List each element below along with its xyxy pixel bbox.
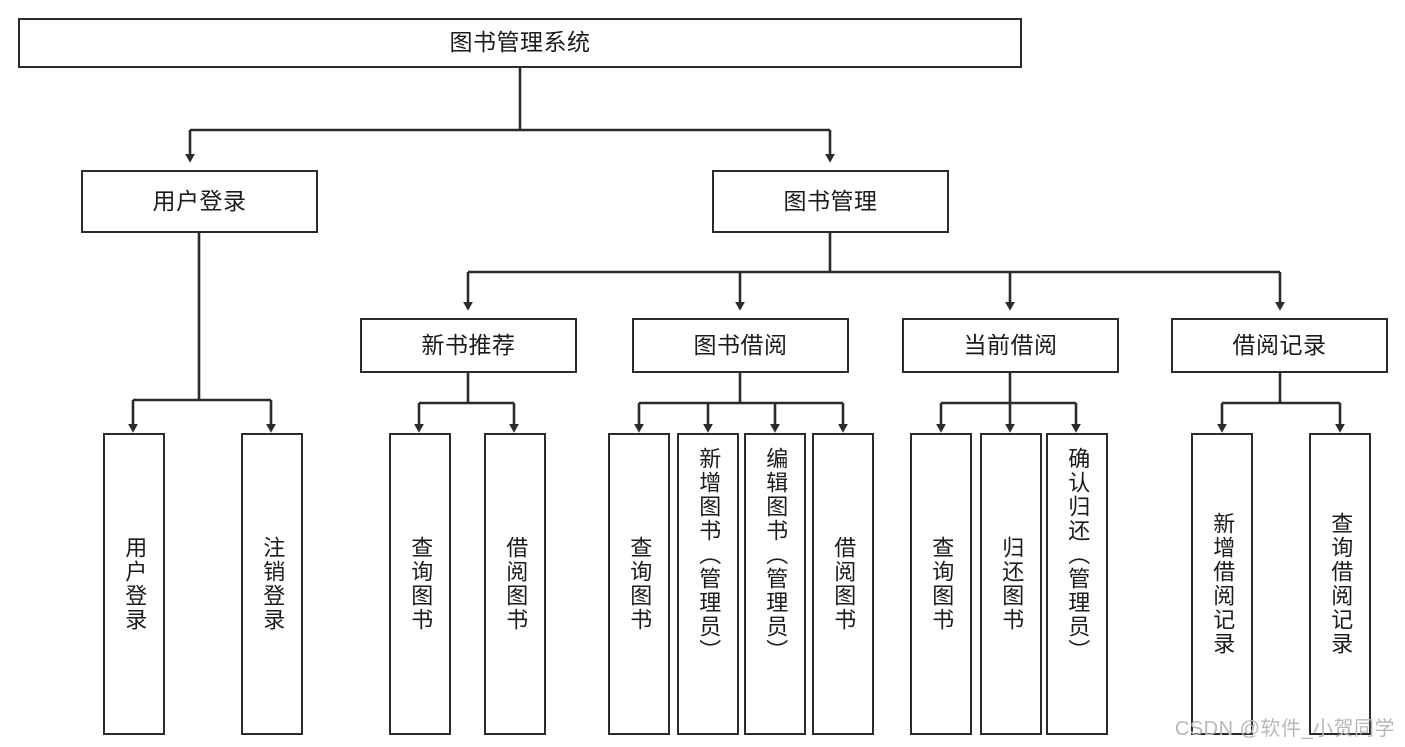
node-label: 新增图书（管理员） — [696, 447, 722, 663]
node-label: 查询图书 — [929, 536, 955, 632]
leaf-new-book-query[interactable]: 查询图书 — [389, 433, 451, 735]
node-label: 用户登录 — [122, 536, 148, 632]
leaf-borrow-record-add[interactable]: 新增借阅记录 — [1191, 433, 1253, 735]
leaf-current-borrow-confirm-return[interactable]: 确认归还（管理员） — [1046, 433, 1108, 735]
leaf-book-borrow-edit[interactable]: 编辑图书（管理员） — [744, 433, 806, 735]
node-label: 图书管理 — [783, 187, 878, 214]
node-label: 图书借阅 — [693, 331, 788, 358]
node-label: 图书管理系统 — [449, 29, 591, 56]
leaf-new-book-borrow[interactable]: 借阅图书 — [484, 433, 546, 735]
node-label: 用户登录 — [152, 187, 247, 214]
node-book-borrow[interactable]: 图书借阅 — [632, 318, 849, 373]
node-label: 借阅记录 — [1232, 331, 1327, 358]
node-label: 查询借阅记录 — [1328, 512, 1354, 656]
leaf-user-login-logout[interactable]: 注销登录 — [241, 433, 303, 735]
node-label: 归还图书 — [999, 536, 1025, 632]
node-new-book-recommend[interactable]: 新书推荐 — [360, 318, 577, 373]
node-label: 编辑图书（管理员） — [763, 447, 789, 663]
node-book-management[interactable]: 图书管理 — [712, 170, 949, 233]
node-current-borrow[interactable]: 当前借阅 — [902, 318, 1119, 373]
node-label: 确认归还（管理员） — [1065, 447, 1091, 663]
node-label: 新书推荐 — [421, 331, 516, 358]
node-label: 新增借阅记录 — [1210, 512, 1236, 656]
csdn-watermark: CSDN @软件_小贺同学 — [1174, 718, 1395, 740]
node-label: 查询图书 — [408, 536, 434, 632]
node-root-system[interactable]: 图书管理系统 — [18, 18, 1022, 68]
node-label: 注销登录 — [260, 536, 286, 632]
leaf-book-borrow-add[interactable]: 新增图书（管理员） — [677, 433, 739, 735]
leaf-current-borrow-return[interactable]: 归还图书 — [980, 433, 1042, 735]
node-borrow-record[interactable]: 借阅记录 — [1171, 318, 1388, 373]
node-label: 查询图书 — [627, 536, 653, 632]
node-label: 借阅图书 — [503, 536, 529, 632]
leaf-book-borrow-query[interactable]: 查询图书 — [608, 433, 670, 735]
leaf-borrow-record-query[interactable]: 查询借阅记录 — [1309, 433, 1371, 735]
leaf-book-borrow-borrow[interactable]: 借阅图书 — [812, 433, 874, 735]
leaf-user-login-login[interactable]: 用户登录 — [103, 433, 165, 735]
leaf-current-borrow-query[interactable]: 查询图书 — [910, 433, 972, 735]
node-label: 借阅图书 — [831, 536, 857, 632]
node-label: 当前借阅 — [963, 331, 1058, 358]
node-user-login[interactable]: 用户登录 — [81, 170, 318, 233]
